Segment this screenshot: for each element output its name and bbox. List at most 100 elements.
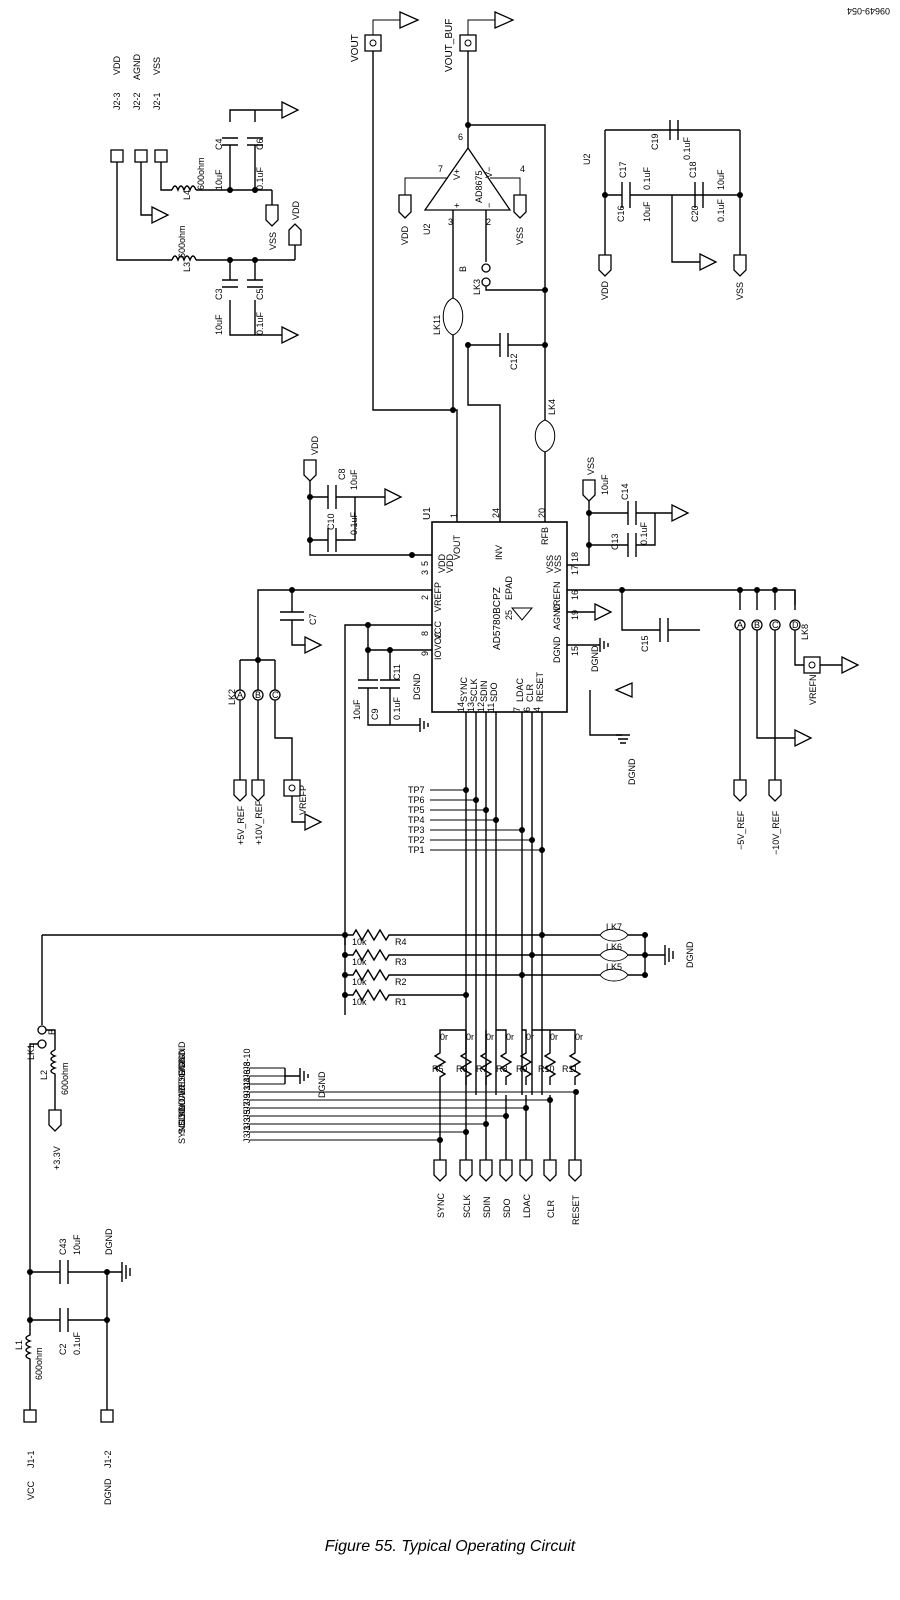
- j2-vss-flag: [265, 204, 279, 227]
- vout-buf-connector-hole: [464, 39, 472, 47]
- lk6-label: LK6: [606, 942, 622, 952]
- r4-resistor: [345, 928, 542, 942]
- j1-dgnd-label: DGND: [103, 1478, 113, 1505]
- c10-ref: C10: [326, 513, 336, 530]
- pin-num-1: 1: [449, 513, 459, 518]
- p10v-ref-label: +10V_REF: [254, 800, 264, 845]
- lk8-branch-wires: [739, 630, 812, 780]
- c9-c11-capacitors: [358, 679, 400, 689]
- j2-1-label: J2-1: [152, 92, 162, 110]
- m5v-ref-label: −5V_REF: [736, 810, 746, 850]
- j3-pin-3: J3-3: [242, 1117, 252, 1135]
- r9-ref: R9: [516, 1064, 528, 1074]
- c12-capacitor: [499, 333, 509, 357]
- r3-ref: R3: [395, 957, 407, 967]
- pin-num-20: 20: [537, 508, 547, 518]
- c14-ref: C14: [620, 483, 630, 500]
- vcc-iovcc-decoupling: C9 10uF C11 0.1uF DGND: [344, 622, 432, 945]
- junction-dot: [503, 1113, 509, 1119]
- sdin-flag-label: SDIN: [482, 1196, 492, 1218]
- c16-capacitor: [621, 182, 631, 208]
- c10-capacitor: [327, 528, 337, 552]
- lk1-to-l2-wire: [46, 1029, 56, 1050]
- c3-c5-capacitors: [222, 279, 263, 288]
- c7-gnd-arrow: [304, 635, 323, 655]
- j3-pin-4: J3-4: [242, 1077, 252, 1095]
- lk8-gnd-arrow: [794, 728, 813, 748]
- pin-name-sync: SYNC: [459, 676, 469, 702]
- epad-ground-symbol: [510, 607, 534, 621]
- j2-supply-input: J2-3 J2-2 J2-1 VDD AGND VSS L4 600ohm L3…: [110, 53, 302, 345]
- r2-val: 10k: [352, 977, 367, 987]
- vrefn-wire: [567, 589, 796, 605]
- pin-name-reset: RESET: [535, 671, 545, 702]
- r1-val: 10k: [352, 997, 367, 1007]
- r5-val: 0r: [440, 1032, 448, 1042]
- j1-vcc-label: VCC: [26, 1480, 36, 1500]
- c19-capacitor: [669, 120, 679, 140]
- c9-c11-wires: [367, 650, 420, 726]
- u1-vdd-wire: [309, 481, 432, 556]
- c11-ref: C11: [392, 664, 402, 680]
- pin-name-vdd-b: VDD: [445, 553, 455, 573]
- c14-capacitor: [627, 501, 637, 525]
- lk4-link-b: [544, 419, 556, 453]
- p5v-ref-flag: [233, 779, 247, 802]
- r7-resistor: [479, 1045, 493, 1085]
- opamp-pin-4: 4: [520, 164, 525, 174]
- vrefp-section: C7 A B C LK2 +5V_REF +10V_REF VREFP: [227, 587, 432, 845]
- pin-name-clr: CLR: [525, 683, 535, 702]
- c8-wires: [310, 496, 385, 520]
- c9-c11-gnd-label: DGND: [412, 673, 422, 700]
- r3-resistor: [345, 948, 532, 962]
- opamp-vdd-label: VDD: [400, 225, 410, 245]
- output-section: VOUT VOUT_BUF AD8675 U2 V+ V− + − 7 4 6 …: [350, 10, 557, 522]
- j2-3-label: J2-3: [112, 92, 122, 110]
- l2-ref: L2: [39, 1070, 49, 1080]
- pin-num-9: 9: [420, 651, 430, 656]
- c14-val: 10uF: [600, 474, 610, 495]
- j3-net-reset: RESET: [177, 1063, 187, 1094]
- agnd-dgnd-pins: DGND DGND: [567, 602, 637, 785]
- lk8-label: LK8: [800, 624, 810, 640]
- c15-wires: [621, 590, 660, 631]
- c43-val: 10uF: [72, 1234, 82, 1255]
- c6-ref: C6: [255, 138, 265, 150]
- lk1-pin-b: [37, 1039, 47, 1049]
- lk8-pos-b: B: [754, 620, 760, 630]
- pin-num-3: 3: [420, 570, 430, 575]
- vout-connector: [364, 34, 382, 52]
- vcc-main-wire: [29, 1043, 38, 1320]
- j2-3-connector: [110, 149, 124, 163]
- r10-val: 0r: [550, 1032, 558, 1042]
- j2-1-connector: [154, 149, 168, 163]
- junction-dot: [529, 837, 535, 843]
- vout-ground-arrow: [399, 10, 420, 30]
- jumper-input-wires: [522, 934, 600, 976]
- j2-agnd-arrow: [151, 205, 170, 225]
- pin-name-inv: INV: [494, 545, 504, 560]
- u2-vss-label: VSS: [735, 282, 745, 300]
- opamp-vminus: V−: [484, 167, 494, 178]
- ic-body: [431, 521, 568, 713]
- lk6-jumper: [599, 948, 629, 962]
- u2-vss-flag: [733, 254, 747, 277]
- j3-net-sync: SYNC: [177, 1118, 187, 1144]
- c8-gnd-arrow: [384, 487, 403, 507]
- l3-inductor: [171, 255, 197, 262]
- pin-num-6: 6: [522, 707, 532, 712]
- j1-supply-input: LK1 B L2 600ohm +3.3V C43 10uF C2 0.1uF …: [14, 935, 131, 1505]
- j1-2-connector: [100, 1409, 114, 1423]
- pin-name-iovcc: IOVCC: [433, 631, 443, 660]
- c15-ref: C15: [640, 635, 650, 652]
- j2-2-connector: [134, 149, 148, 163]
- lk5-lk7-jumpers: LK7 LK6 LK5 DGND: [522, 922, 695, 982]
- u1-vss-wire: [567, 501, 590, 566]
- c4-c6-wires: [229, 109, 282, 190]
- j2-vdd-flag-label: VDD: [291, 200, 301, 220]
- c3-val: 10uF: [214, 314, 224, 335]
- opamp-vplus: V+: [452, 169, 462, 180]
- c4-ref: C4: [214, 138, 224, 150]
- c13-capacitor: [627, 533, 637, 557]
- opamp-ref: U2: [422, 223, 432, 235]
